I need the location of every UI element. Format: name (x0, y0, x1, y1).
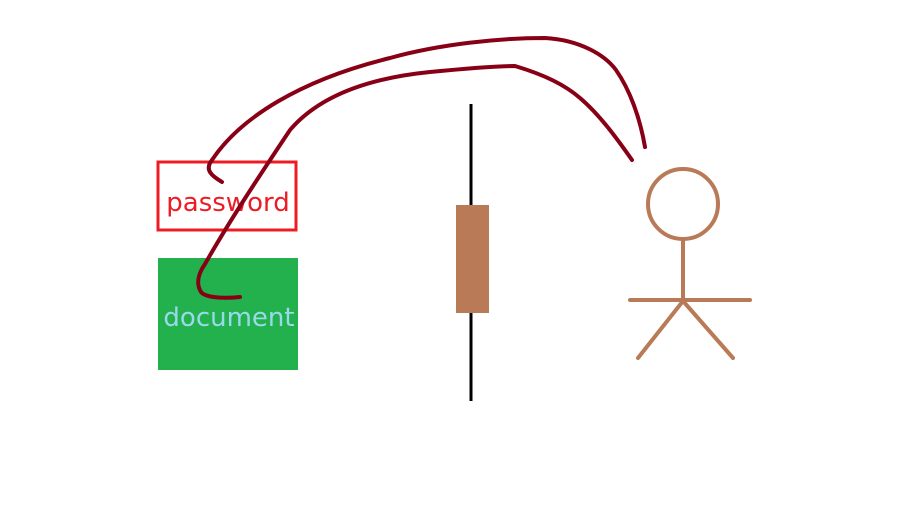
barrier (456, 104, 489, 401)
barrier-block (456, 205, 489, 313)
password-box: password (156, 160, 298, 232)
password-label: password (166, 188, 289, 218)
person-right-leg (681, 299, 735, 360)
document-box: document (158, 258, 298, 370)
document-label: document (163, 303, 294, 333)
person-left-leg (636, 299, 685, 360)
stick-figure-icon (628, 167, 752, 360)
document-box-fill (158, 258, 298, 370)
connector-inner-path (196, 64, 634, 300)
person-head (646, 167, 720, 241)
connector-loop (196, 36, 647, 300)
connector-outer-path (206, 36, 647, 184)
